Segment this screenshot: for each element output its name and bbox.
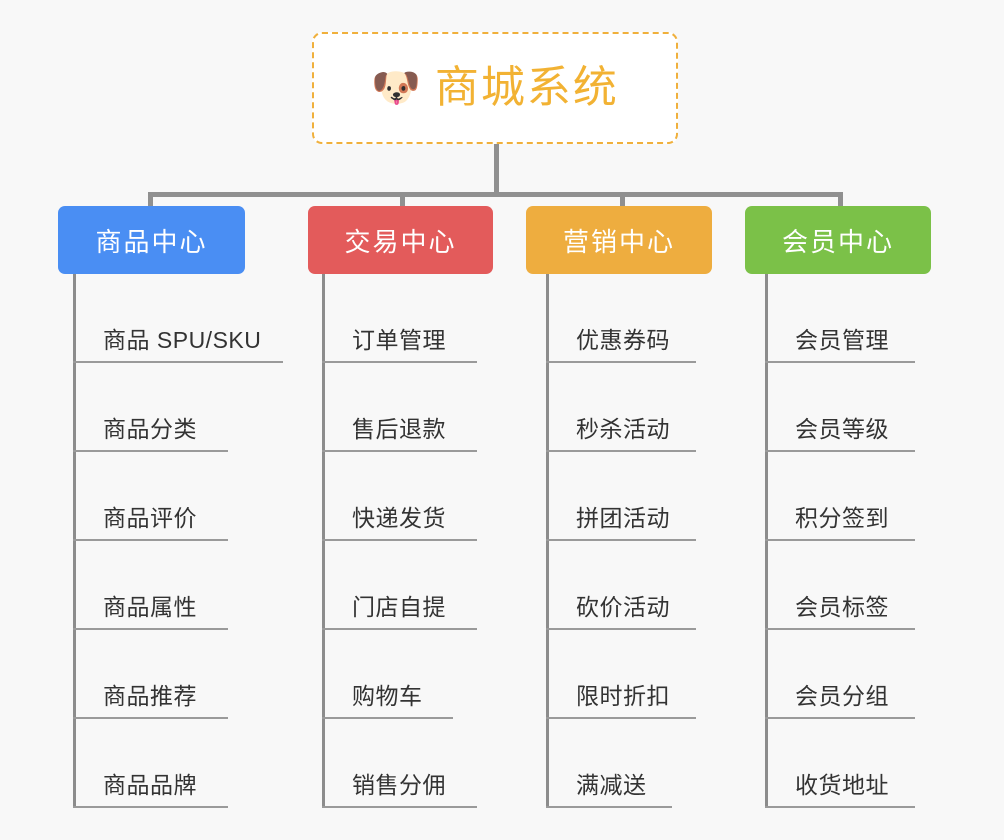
leaf-item-underline [765,806,915,808]
leaf-item-underline [765,361,915,363]
leaf-item-label: 会员等级 [795,416,889,442]
leaf-item-label: 会员管理 [795,327,889,353]
leaf-item-label: 秒杀活动 [576,416,670,442]
leaf-item-label: 快递发货 [352,505,446,531]
category-label: 商品中心 [95,226,208,257]
leaf-item-underline [765,539,915,541]
connector-drop-member-center [838,192,843,210]
leaf-item-label: 积分签到 [795,505,889,531]
leaf-item-underline [322,806,477,808]
leaf-item-underline [546,539,696,541]
leaf-item-underline [322,539,477,541]
category-box-trade-center[interactable]: 交易中心 [308,206,493,274]
category-box-product-center[interactable]: 商品中心 [58,206,245,274]
connector-horizontal-bus [150,192,841,197]
category-label: 会员中心 [781,226,894,257]
leaf-item-underline [322,450,477,452]
leaf-item-label: 商品评价 [103,505,197,531]
leaf-item-underline [73,361,283,363]
leaf-item-underline [765,717,915,719]
leaf-item-label: 商品推荐 [103,683,197,709]
leaf-item-label: 砍价活动 [576,594,670,620]
category-box-member-center[interactable]: 会员中心 [745,206,931,274]
leaf-item-underline [765,450,915,452]
leaf-item-underline [73,450,228,452]
connector-root-stem [494,144,499,194]
leaf-item-label: 商品 SPU/SKU [103,327,262,353]
leaf-item-underline [546,361,696,363]
leaf-item-underline [73,628,228,630]
shiba-dog-face-icon: 🐶 [371,66,421,110]
category-box-marketing-center[interactable]: 营销中心 [526,206,712,274]
leaf-item-label: 收货地址 [795,772,889,798]
category-column-product-center: 商品中心 [58,206,245,274]
leaf-item-label: 会员标签 [795,594,889,620]
leaf-item-label: 商品分类 [103,416,197,442]
category-label: 营销中心 [562,226,675,257]
category-column-member-center: 会员中心 [745,206,931,274]
leaf-item-label: 购物车 [352,683,423,709]
category-column-marketing-center: 营销中心 [526,206,712,274]
root-node[interactable]: 🐶 商城系统 [312,32,678,144]
leaf-item-label: 满减送 [576,772,647,798]
leaf-item-label: 商品品牌 [103,772,197,798]
leaf-item-underline [546,717,696,719]
leaf-item-label: 售后退款 [352,416,446,442]
connector-drop-product-center [148,192,153,210]
leaf-item-underline [765,628,915,630]
root-title: 商城系统 [434,63,619,112]
leaf-spine-product-center [73,274,76,808]
leaf-item-underline [322,717,453,719]
leaf-item-label: 限时折扣 [576,683,670,709]
connector-drop-marketing-center [620,192,625,210]
leaf-item-label: 销售分佣 [352,772,446,798]
category-label: 交易中心 [344,226,457,257]
connector-drop-trade-center [400,192,405,210]
leaf-item-label: 会员分组 [795,683,889,709]
leaf-item-label: 优惠券码 [576,327,670,353]
leaf-item-label: 拼团活动 [576,505,670,531]
leaf-item-underline [322,628,477,630]
leaf-spine-trade-center [322,274,325,808]
category-column-trade-center: 交易中心 [308,206,493,274]
leaf-item-underline [73,717,228,719]
leaf-item-underline [546,450,696,452]
leaf-spine-marketing-center [546,274,549,808]
leaf-item-label: 门店自提 [352,594,446,620]
leaf-item-underline [73,539,228,541]
leaf-item-label: 商品属性 [103,594,197,620]
leaf-spine-member-center [765,274,768,808]
leaf-item-underline [546,628,696,630]
leaf-item-underline [546,806,672,808]
leaf-item-underline [73,806,228,808]
leaf-item-label: 订单管理 [352,327,446,353]
leaf-item-underline [322,361,477,363]
